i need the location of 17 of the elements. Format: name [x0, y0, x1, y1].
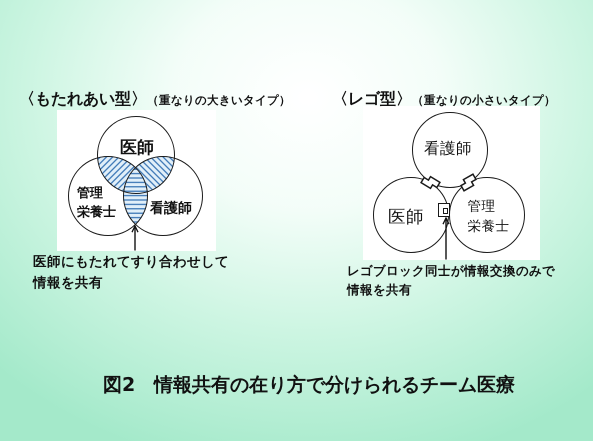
role-label: 看護師 [424, 140, 472, 158]
role-label: 管理栄養士 [77, 185, 118, 222]
hatched-overlap [123, 167, 148, 225]
role-label: 医師 [120, 138, 154, 158]
leader-line [442, 217, 450, 260]
role-label: 管理栄養士 [467, 197, 510, 236]
callout-text: レゴブロック同士が情報交換のみで情報を共有 [347, 260, 560, 298]
role-label: 医師 [388, 208, 424, 228]
leader-line [131, 225, 139, 250]
heading: 〈レゴ型〉（重なりの小さいタイプ） [332, 89, 556, 110]
heading: 〈もたれあい型〉（重なりの大きいタイプ） [19, 89, 291, 110]
caption: 図2 情報共有の在り方で分けられるチーム医療 [103, 373, 516, 397]
panel [363, 106, 540, 260]
callout-text: 医師にもたれてすり合わせして情報を共有 [33, 252, 236, 294]
panel [57, 110, 216, 251]
lego-block [438, 203, 450, 217]
role-label: 看護師 [150, 200, 192, 218]
